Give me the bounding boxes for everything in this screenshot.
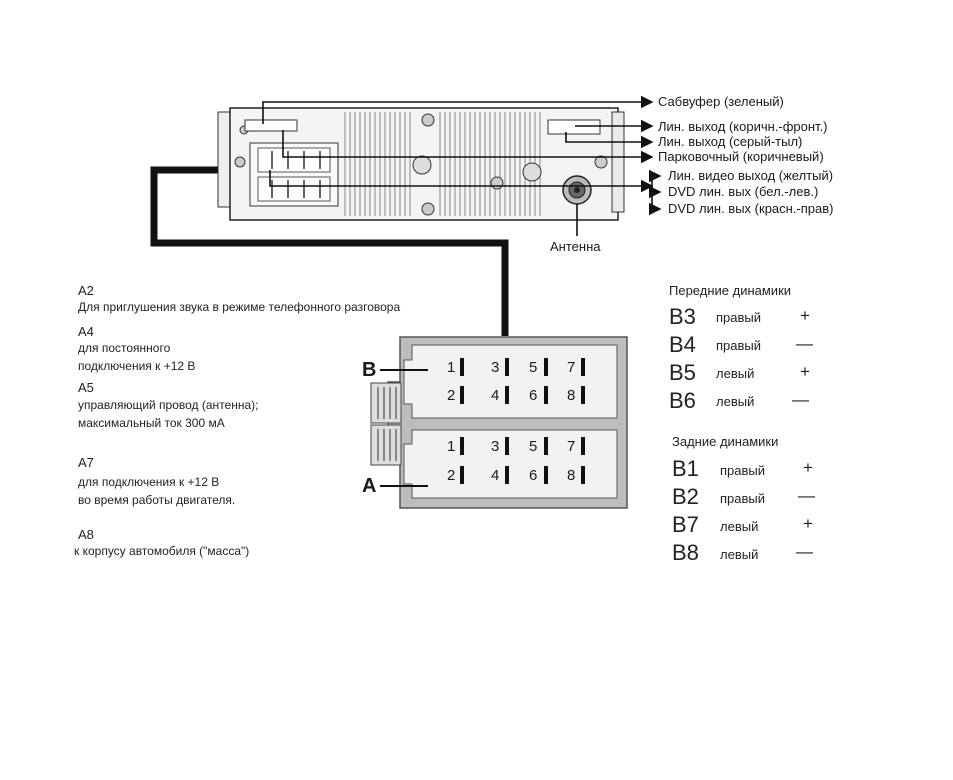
output-label-dvd-right: DVD лин. вых (красн.-прав): [668, 201, 834, 216]
output-label-line-rear: Лин. выход (серый-тыл): [658, 134, 803, 149]
harness-cable: [150, 166, 509, 336]
pin-number: 4: [491, 387, 500, 404]
pin-number: 4: [491, 467, 500, 484]
output-label-dvd-left: DVD лин. вых (бел.-лев.): [668, 184, 819, 199]
speaker-pin: B7: [672, 512, 699, 537]
speaker-pin: B4: [669, 332, 696, 357]
speaker-side: правый: [716, 310, 762, 325]
output-label-parking: Парковочный (коричневый): [658, 149, 824, 164]
pin-desc-line: Для приглушения звука в режиме телефонно…: [78, 300, 401, 314]
speaker-side: правый: [716, 338, 762, 353]
speaker-sign: —: [796, 542, 813, 561]
pin-desc-line: к корпусу автомобиля ("масса"): [74, 544, 250, 558]
pin-desc-line: подключения к +12 В: [78, 359, 196, 373]
pin-code: A7: [78, 455, 94, 470]
pin-number: 2: [447, 467, 456, 484]
iso-connector: [370, 336, 628, 509]
speaker-side: левый: [716, 394, 755, 409]
speaker-pin: B5: [669, 360, 696, 385]
speaker-side: правый: [720, 491, 766, 506]
pin-desc-line: управляющий провод (антенна);: [78, 398, 259, 412]
speaker-side: правый: [720, 463, 766, 478]
front-speakers-title: Передние динамики: [669, 283, 792, 298]
pin-number: 8: [567, 467, 576, 484]
speaker-pin: B8: [672, 540, 699, 565]
speaker-sign: +: [803, 458, 813, 477]
pin-number: 5: [529, 359, 538, 376]
connector-label-b: B: [362, 359, 377, 381]
pin-code: A2: [78, 283, 94, 298]
pin-desc-line: для подключения к +12 В: [78, 475, 220, 489]
pin-desc-line: во время работы двигателя.: [78, 493, 236, 507]
pin-number: 7: [567, 438, 576, 455]
rear-speakers-title: Задние динамики: [672, 434, 779, 449]
pin-number: 2: [447, 387, 456, 404]
speaker-pin: B6: [669, 388, 696, 413]
speaker-pin: B3: [669, 304, 696, 329]
output-label-subwoofer: Сабвуфер (зеленый): [658, 94, 784, 109]
speaker-sign: +: [800, 362, 810, 381]
pin-number: 6: [529, 387, 538, 404]
speaker-pin: B2: [672, 484, 699, 509]
speaker-sign: —: [792, 390, 809, 409]
pin-number: 3: [491, 359, 500, 376]
speaker-pin: B1: [672, 456, 699, 481]
pin-code: A4: [78, 324, 94, 339]
speaker-side: левый: [716, 366, 755, 381]
pin-desc-line: максимальный ток 300 мА: [78, 416, 225, 430]
pin-number: 1: [447, 359, 456, 376]
speaker-sign: —: [796, 334, 813, 353]
speaker-side: левый: [720, 547, 759, 562]
pin-code: A8: [78, 527, 94, 542]
pin-number: 7: [567, 359, 576, 376]
speaker-side: левый: [720, 519, 759, 534]
pin-number: 6: [529, 467, 538, 484]
callout-lines: [262, 95, 662, 236]
pin-number: 3: [491, 438, 500, 455]
pin-desc-line: для постоянного: [78, 341, 171, 355]
pin-number: 1: [447, 438, 456, 455]
speaker-sign: —: [798, 486, 815, 505]
output-label-video: Лин. видео выход (желтый): [668, 168, 834, 183]
pin-code: A5: [78, 380, 94, 395]
head-unit: [217, 107, 625, 221]
antenna-label: Антенна: [550, 239, 601, 254]
speaker-sign: +: [803, 514, 813, 533]
connector-label-a: A: [362, 475, 377, 497]
pin-number: 5: [529, 438, 538, 455]
pin-number: 8: [567, 387, 576, 404]
output-label-line-front: Лин. выход (коричн.-фронт.): [658, 119, 828, 134]
speaker-sign: +: [800, 306, 810, 325]
